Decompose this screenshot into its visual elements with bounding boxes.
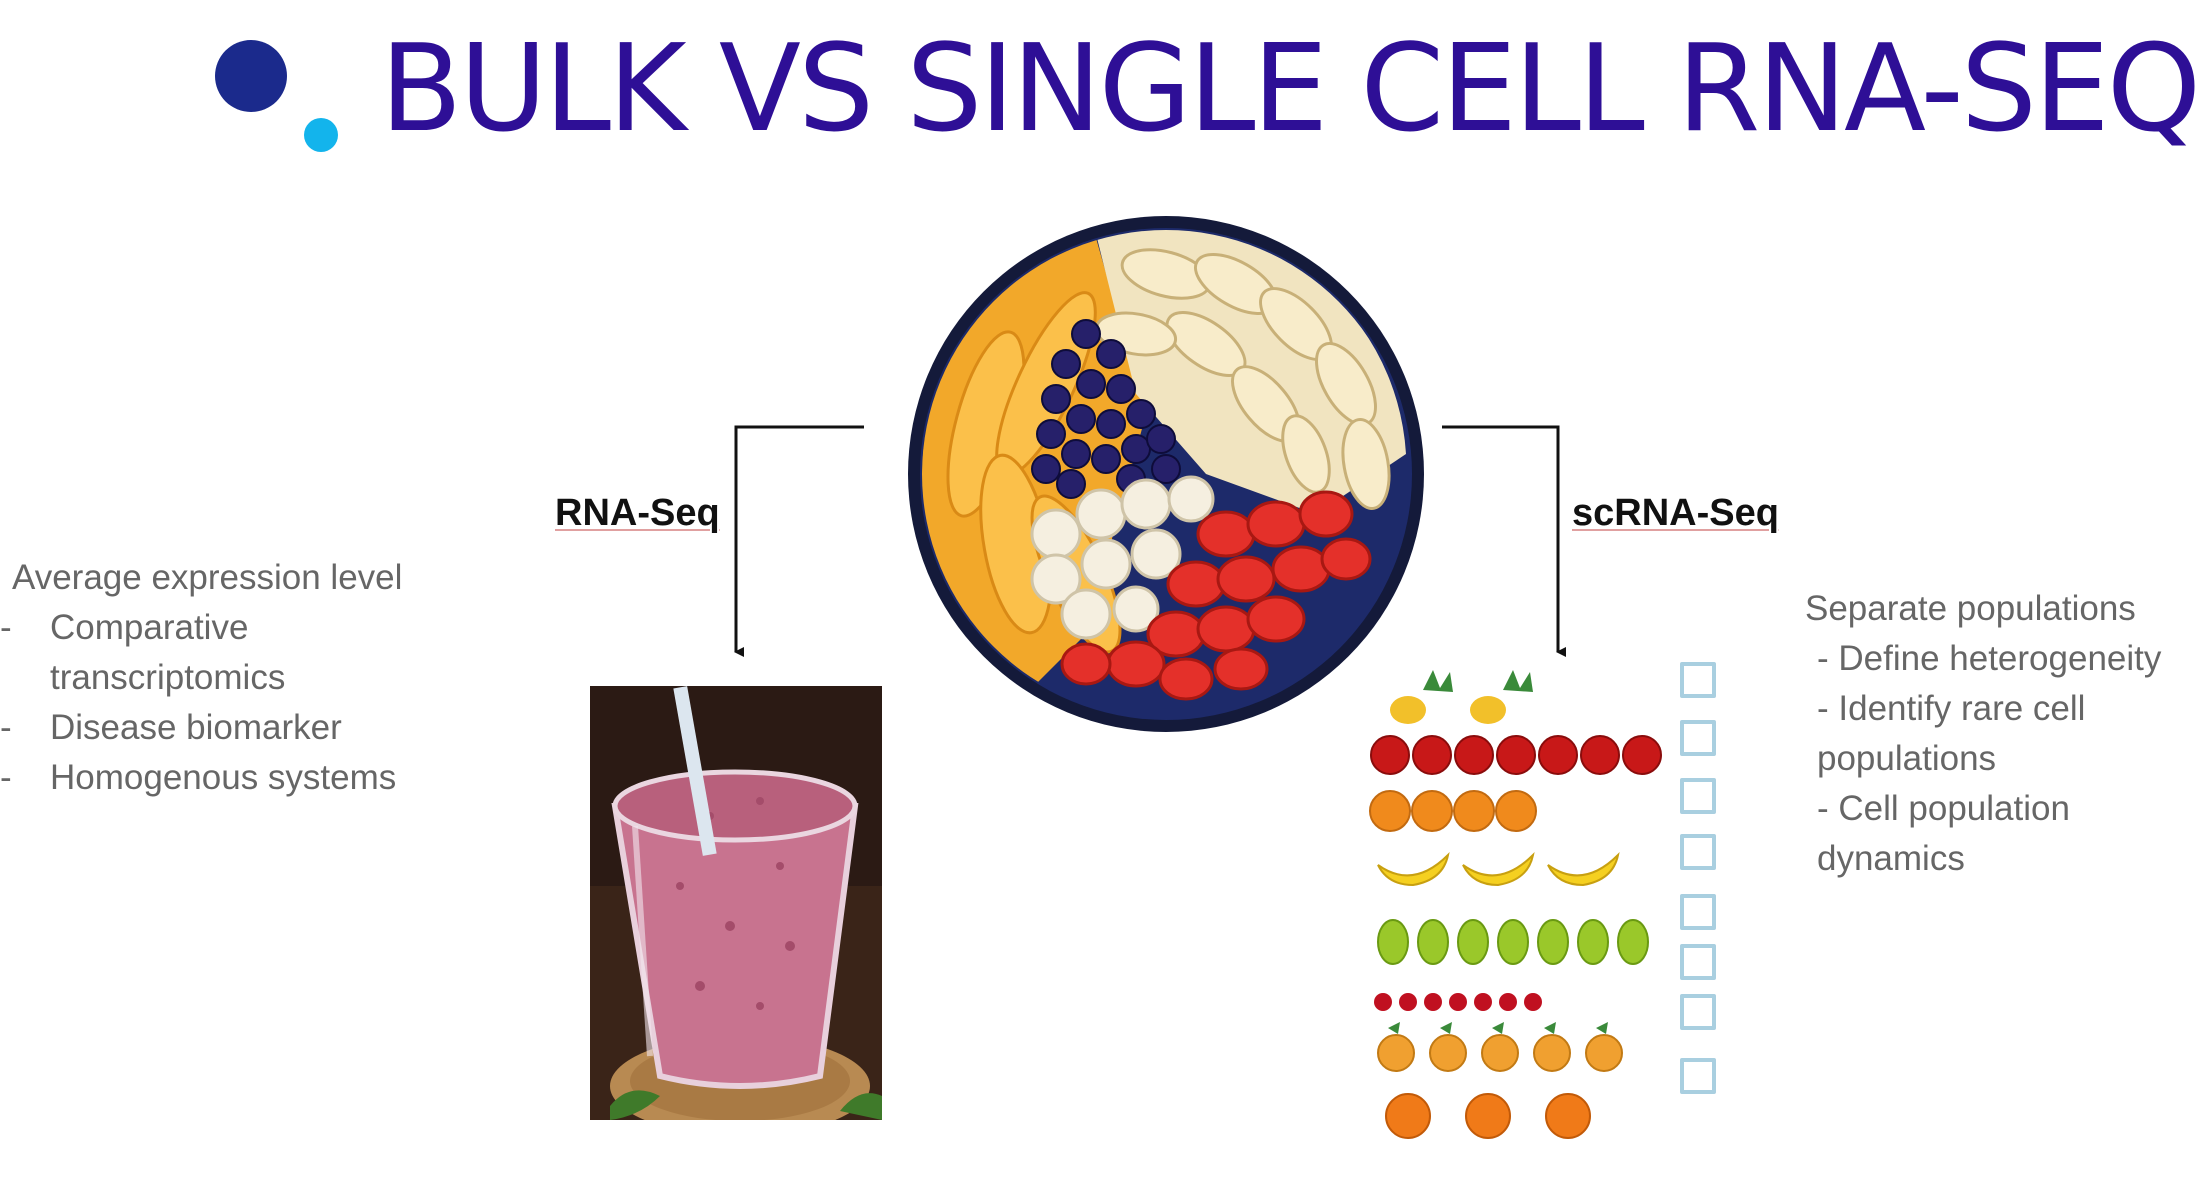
rna-seq-label: RNA-Seq	[555, 492, 720, 534]
checkbox	[1680, 994, 1716, 1030]
bulk-heading: Average expression level	[12, 558, 403, 597]
checkbox	[1680, 720, 1716, 756]
list-item: -Comparative	[0, 608, 249, 647]
list-item-continuation: transcriptomics	[50, 658, 286, 697]
single-cell-heading: Separate populations	[1805, 589, 2136, 628]
arrow-to-single-cell	[1442, 425, 1566, 657]
list-item: -Disease biomarker	[0, 708, 342, 747]
arrow-to-bulk	[734, 425, 864, 657]
fruit-bowl-image	[908, 216, 1424, 732]
orange-icon	[1369, 790, 1537, 832]
bulk-features-list: Average expression level -Comparative tr…	[0, 553, 402, 803]
slide-title: BULK VS SINGLE CELL RNA-SEQ	[380, 20, 2201, 159]
list-item: - Cell population	[1817, 789, 2070, 828]
decorative-dot-large	[215, 40, 287, 112]
banana-icon	[1377, 851, 1620, 887]
smoothie-image	[590, 686, 882, 1120]
list-item: -Homogenous systems	[0, 758, 397, 797]
decorative-dot-small	[304, 118, 338, 152]
checkbox-column	[1680, 662, 1720, 1102]
checkbox	[1680, 662, 1716, 698]
apple-icon	[1370, 735, 1662, 775]
checkbox	[1680, 778, 1716, 814]
scrna-seq-label: scRNA-Seq	[1572, 492, 1779, 534]
checkbox	[1680, 894, 1716, 930]
list-item-continuation: populations	[1817, 739, 1997, 778]
list-item-continuation: dynamics	[1817, 839, 1965, 878]
separated-fruits-image	[1369, 670, 1662, 1139]
pear-icon	[1377, 919, 1649, 965]
peach-icon	[1377, 1034, 1623, 1072]
single-cell-features-list: Separate populations - Define heterogene…	[1805, 584, 2161, 884]
list-item: - Define heterogeneity	[1817, 639, 2162, 678]
checkbox	[1680, 944, 1716, 980]
pineapple-icon	[1390, 670, 1533, 724]
checkbox	[1680, 1058, 1716, 1094]
checkbox	[1680, 834, 1716, 870]
cherry-icon	[1374, 993, 1542, 1011]
list-item: - Identify rare cell	[1817, 689, 2086, 728]
tangerine-icon	[1385, 1093, 1591, 1139]
